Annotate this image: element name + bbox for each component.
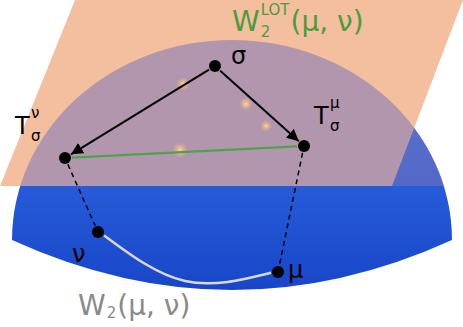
projection-line <box>68 164 95 225</box>
script-label: μ <box>330 96 340 111</box>
point-dot: Tμσ <box>298 140 310 152</box>
script-label: σ <box>31 129 41 144</box>
script-label: 2 <box>261 25 271 40</box>
lot-distance-line <box>72 146 297 157</box>
highlight-dot <box>260 120 272 132</box>
script-label: LOT <box>261 3 290 18</box>
point-dot: μ <box>272 266 284 278</box>
point-label: σ <box>231 44 246 68</box>
geodesic-curve <box>104 235 271 283</box>
point-label: T <box>15 114 30 138</box>
script-label: ν <box>31 106 39 121</box>
point-label: ν <box>72 242 85 266</box>
hemisphere-through-plane <box>12 40 452 186</box>
point-label: T <box>314 104 329 128</box>
highlight-dot <box>172 142 188 158</box>
distance-label: (μ, ν) <box>290 8 363 36</box>
projection-line <box>279 153 302 265</box>
distance-label: W <box>78 292 106 320</box>
script-label: σ <box>330 119 340 134</box>
distance-label: W <box>232 8 260 36</box>
point-label: μ <box>288 258 303 282</box>
point-dot: σ <box>209 60 221 72</box>
map-arrow <box>71 70 209 155</box>
script-label: 2 <box>107 306 117 321</box>
map-arrow <box>220 71 299 142</box>
distance-label: (μ, ν) <box>117 292 190 320</box>
point-dot: Tνσ <box>59 152 71 164</box>
point-dot: ν <box>92 226 104 238</box>
